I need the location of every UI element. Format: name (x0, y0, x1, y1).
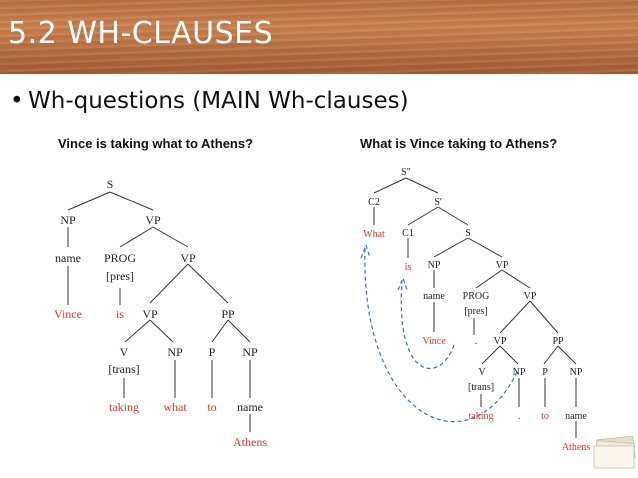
left-PP: PP (221, 307, 235, 321)
right-dot2: . (518, 411, 521, 422)
right-V: V (478, 367, 486, 378)
title-banner: 5.2 WH-CLAUSES (0, 0, 638, 74)
left-to: to (207, 400, 216, 414)
right-PROG: PROG (463, 291, 490, 302)
left-is: is (116, 307, 124, 321)
left-name2: name (237, 400, 263, 414)
right-Athens: Athens (562, 442, 590, 453)
right-to: to (541, 411, 549, 422)
left-tree: S NP VP name PROG [pres] VP Vince is VP … (54, 177, 267, 449)
left-PROG: PROG (104, 251, 136, 265)
right-tree: S" C2 S' What C1 S is NP VP name PROG VP… (360, 167, 590, 453)
left-VP3: VP (142, 307, 158, 321)
left-Athens: Athens (233, 435, 267, 449)
right-caption: What is Vince taking to Athens? (360, 136, 558, 151)
right-Vince: Vince (422, 336, 446, 347)
left-P: P (209, 345, 216, 359)
left-caption: Vince is taking what to Athens? (58, 136, 254, 151)
bullet-text: Wh-questions (MAIN Wh-clauses) (28, 88, 409, 114)
right-NP: NP (428, 260, 441, 271)
left-NP2: NP (167, 345, 183, 359)
slide-title: 5.2 WH-CLAUSES (8, 16, 274, 51)
right-PP: PP (552, 336, 564, 347)
right-taking: taking (469, 411, 494, 422)
right-pres: [pres] (464, 306, 487, 317)
right-name: name (423, 291, 445, 302)
right-trans: [trans] (468, 382, 494, 393)
left-VP2: VP (180, 251, 196, 265)
right-NP3: NP (570, 367, 583, 378)
left-S: S (107, 177, 114, 191)
right-VP3: VP (494, 336, 507, 347)
left-trans: [trans] (108, 362, 139, 376)
left-pres: [pres] (106, 269, 134, 283)
left-NP: NP (60, 213, 76, 227)
right-is: is (405, 262, 412, 273)
right-S: S (465, 228, 471, 239)
right-NP2: NP (513, 367, 526, 378)
paper-stack-icon (593, 435, 636, 469)
right-VP2: VP (524, 291, 537, 302)
left-NP3: NP (242, 345, 258, 359)
right-VP: VP (496, 260, 509, 271)
right-C2: C2 (368, 197, 380, 208)
right-S2: S" (401, 167, 411, 178)
right-name2: name (565, 411, 587, 422)
left-what: what (163, 400, 187, 414)
left-V: V (120, 345, 129, 359)
right-P: P (542, 367, 548, 378)
left-name: name (55, 251, 81, 265)
left-taking: taking (109, 400, 139, 414)
right-What: What (363, 229, 385, 240)
bullet-item: •Wh-questions (MAIN Wh-clauses) (10, 88, 409, 114)
bullet-dot-icon: • (10, 88, 24, 114)
left-VP: VP (145, 213, 161, 227)
right-dot1: . (475, 336, 478, 347)
left-Vince: Vince (54, 307, 82, 321)
right-S1: S' (434, 197, 442, 208)
right-C1: C1 (402, 228, 414, 239)
